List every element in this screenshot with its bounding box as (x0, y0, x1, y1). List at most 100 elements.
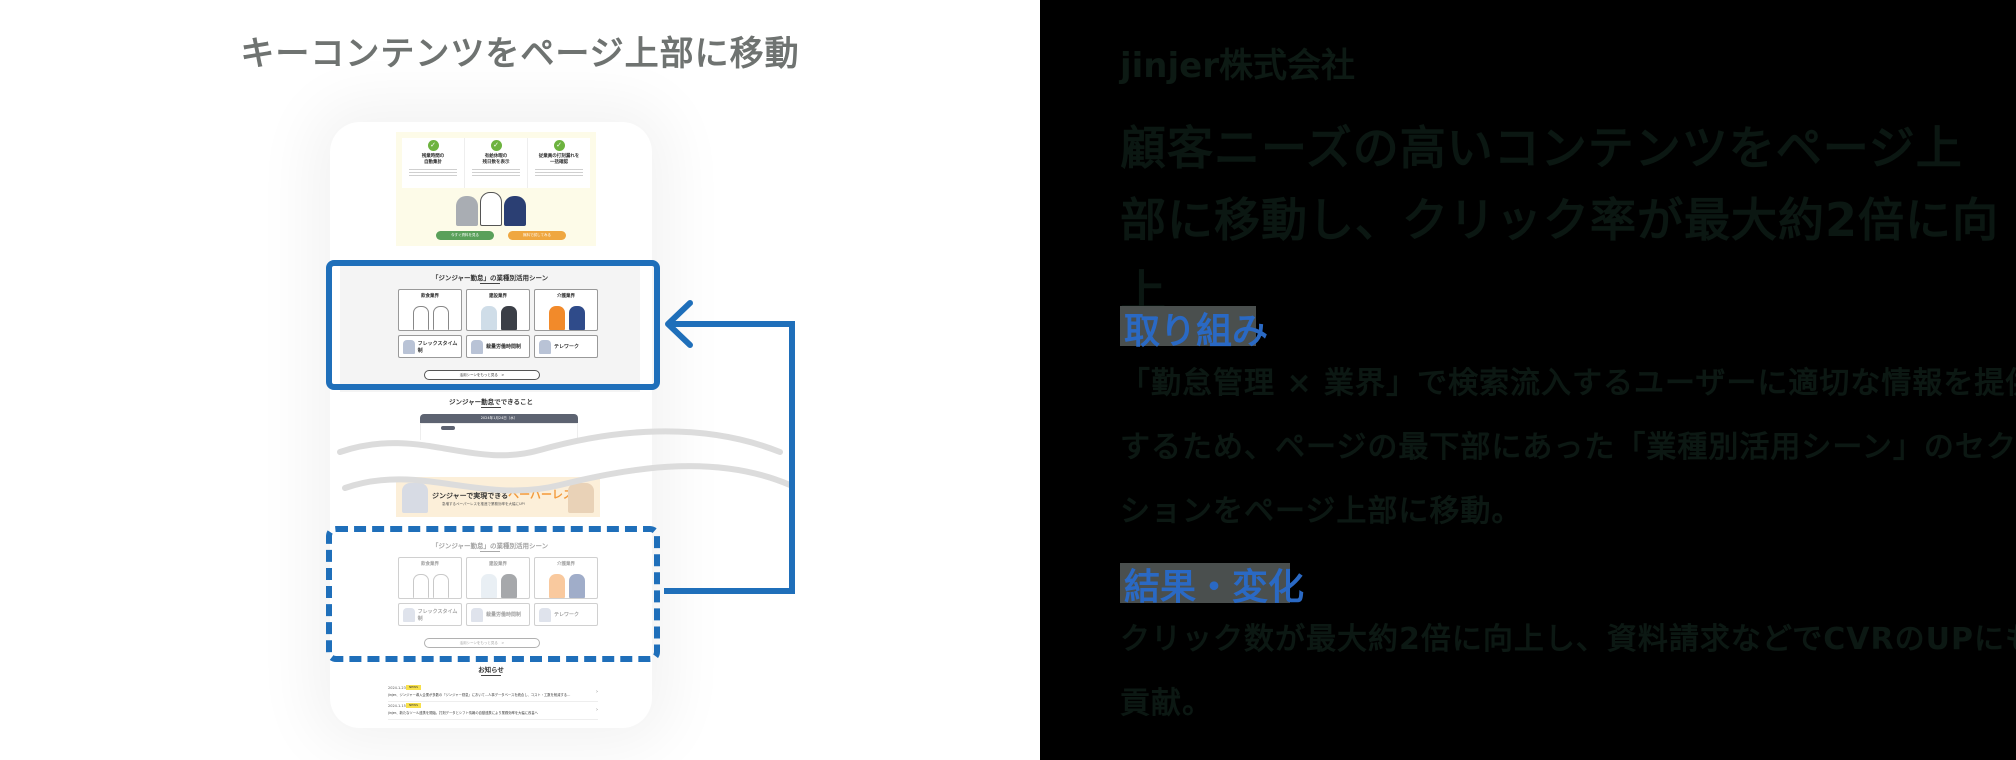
move-arrow-icon (664, 300, 795, 594)
scene-card-grid: 飲食業界 建設業界 介護業界 (398, 289, 598, 358)
scene-card-restaurant: 飲食業界 (398, 557, 462, 599)
label-highlight (1120, 563, 1290, 603)
news-text: jinjer、新たなツール連携を開始。打刻データとシフト情報の自動連携により業務… (388, 711, 538, 715)
industry-scene-section: 「ジンジャー勤怠」の業種別活用シーン 飲食業界 建設業界 (340, 264, 640, 392)
hero-feature-title: 残業時間の 自動集計 (421, 154, 445, 165)
hero-feature-cards: ✓ 残業時間の 自動集計 ✓ 有給休暇の 残日数を表示 ✓ 従業員の打刻漏れを … (402, 138, 590, 188)
scene-card-construction[interactable]: 建設業界 (466, 289, 530, 331)
person-illustration (569, 574, 585, 598)
banner-subtitle: 急増するペーパーレスを推進で業務効率を大幅にUP! (442, 502, 526, 506)
see-more-scenes-button[interactable]: 活用シーンをもっと見る > (424, 370, 540, 380)
scene-card-telework[interactable]: テレワーク (534, 335, 598, 358)
person-illustration (501, 306, 517, 330)
scene-card-label: 建設業界 (489, 294, 507, 299)
hero-feature-card: ✓ 従業員の打刻漏れを 一括確認 (528, 138, 590, 188)
news-title: お知らせ (478, 666, 504, 674)
chevron-right-icon: › (596, 707, 598, 713)
scene-card-nursing[interactable]: 介護業界 (534, 289, 598, 331)
news-badge: NEWS (406, 685, 422, 690)
check-icon: ✓ (490, 140, 502, 151)
person-illustration (569, 306, 585, 330)
initiative-text: 「勤怠管理 × 業界」で検索流入するユーザーに適切な情報を提供するため、ページの… (1120, 366, 2016, 529)
hero-feature-title: 有給休暇の 残日数を表示 (482, 154, 510, 165)
left-panel: キーコンテンツをページ上部に移動 ✓ 残業時間の 自動集計 ✓ 有給休暇の 残日… (240, 34, 800, 728)
wave-break-lines (337, 428, 793, 494)
scene-card-grid: 飲食業界 建設業界 介護業界 フレックスタイム制 裁量労働時間制 テレワーク (398, 557, 598, 626)
person-illustration (433, 306, 449, 330)
person-icon (471, 607, 483, 622)
industry-scene-original-position: 「ジンジャー勤怠」の業種別活用シーン 飲食業界 建設業界 介護業界 フレックスタ… (340, 532, 640, 660)
scene-card-label: フレックスタイム制 (417, 340, 458, 354)
initiative-label: 取り組み (1124, 311, 1269, 352)
right-panel: jinjer株式会社 顧客ニーズの高いコンテンツをページ上部に移動し、クリック率… (1040, 0, 2016, 760)
hero-section: ✓ 残業時間の 自動集計 ✓ 有給休暇の 残日数を表示 ✓ 従業員の打刻漏れを … (396, 132, 596, 246)
scene-card-restaurant[interactable]: 飲食業界 (398, 289, 462, 331)
highlight-new-position (326, 260, 660, 390)
company-name: jinjer株式会社 (1120, 46, 1355, 86)
scene-card-label: 介護業界 (557, 562, 575, 567)
free-trial-button[interactable]: 無料で試してみる (508, 231, 566, 240)
hero-buttons: 今すぐ資料を見る 無料で試してみる (436, 231, 566, 240)
section-title: 「ジンジャー勤怠」の業種別活用シーン (431, 274, 549, 282)
scene-card-label: 飲食業界 (421, 562, 439, 567)
title-underline (481, 407, 501, 408)
person-illustration (501, 574, 517, 598)
person-icon (403, 607, 415, 622)
scene-card-label: 飲食業界 (421, 294, 439, 299)
scene-card-label: テレワーク (554, 612, 580, 618)
person-icon (539, 339, 551, 354)
person-illustration (480, 192, 502, 226)
person-icon (471, 339, 483, 354)
cando-title: ジンジャー勤怠でできること (448, 398, 534, 406)
headline: 顧客ニーズの高いコンテンツをページ上部に移動し、クリック率が最大約2倍に向上 (1120, 121, 2000, 319)
hero-feature-desc (535, 169, 583, 178)
title-underline (481, 675, 501, 676)
scene-card-label: 介護業界 (557, 294, 575, 299)
hero-feature-card: ✓ 有給休暇の 残日数を表示 (465, 138, 528, 188)
person-illustration (402, 483, 428, 513)
check-icon: ✓ (427, 140, 439, 151)
scene-card-discretionary[interactable]: 裁量労働時間制 (466, 335, 530, 358)
scene-card-label: 裁量労働時間制 (486, 344, 522, 350)
phone-mockup: ✓ 残業時間の 自動集計 ✓ 有給休暇の 残日数を表示 ✓ 従業員の打刻漏れを … (330, 122, 652, 728)
left-title: キーコンテンツをページ上部に移動 (240, 34, 800, 74)
news-badge: NEWS (406, 703, 422, 708)
person-icon (403, 339, 415, 354)
hero-people-illustration (436, 190, 556, 226)
title-underline (480, 551, 500, 552)
person-illustration (568, 483, 594, 513)
person-illustration (413, 574, 429, 598)
scene-card-construction: 建設業界 (466, 557, 530, 599)
news-date: 2024.1.15 (388, 704, 406, 708)
scene-card-label: フレックスタイム制 (417, 608, 458, 622)
scene-card-label: 建設業界 (489, 562, 507, 567)
person-illustration (433, 574, 449, 598)
person-illustration (413, 306, 429, 330)
dashboard-header: 2024年1月24日（水） (420, 414, 578, 423)
news-item[interactable]: 2024.1.15 NEWS jinjer、新たなツール連携を開始。打刻データと… (388, 703, 598, 720)
banner-title-prefix: ジンジャーで実現できる (432, 492, 509, 500)
person-illustration (504, 196, 526, 226)
hero-feature-desc (409, 169, 457, 178)
result-label: 結果・変化 (1124, 567, 1305, 608)
news-text: jinjer、ジンジャー導入企業が多数の『ジンジャー勤怠』において…人事データベ… (388, 693, 571, 697)
news-date: 2024.1.23 (388, 686, 406, 690)
person-illustration (549, 306, 565, 330)
scene-card-label: 裁量労働時間制 (486, 612, 522, 618)
title-underline (480, 283, 500, 284)
person-illustration (456, 196, 478, 226)
result-text: クリック数が最大約2倍に向上し、資料請求などでCVRのUPにも貢献。 (1120, 622, 2016, 721)
status-pill (441, 426, 455, 430)
scene-card-flextime: フレックスタイム制 (398, 603, 462, 626)
chevron-right-icon: › (596, 689, 598, 695)
hero-feature-desc (472, 169, 520, 178)
scene-card-flextime[interactable]: フレックスタイム制 (398, 335, 462, 358)
view-docs-button[interactable]: 今すぐ資料を見る (436, 231, 494, 240)
news-item[interactable]: 2024.1.23 NEWS jinjer、ジンジャー導入企業が多数の『ジンジャ… (388, 685, 598, 702)
section-title: 「ジンジャー勤怠」の業種別活用シーン (431, 542, 549, 550)
person-illustration (481, 306, 497, 330)
see-more-scenes-button: 活用シーンをもっと見る > (424, 638, 540, 648)
scene-card-nursing: 介護業界 (534, 557, 598, 599)
label-highlight (1120, 306, 1256, 346)
scene-card-discretionary: 裁量労働時間制 (466, 603, 530, 626)
